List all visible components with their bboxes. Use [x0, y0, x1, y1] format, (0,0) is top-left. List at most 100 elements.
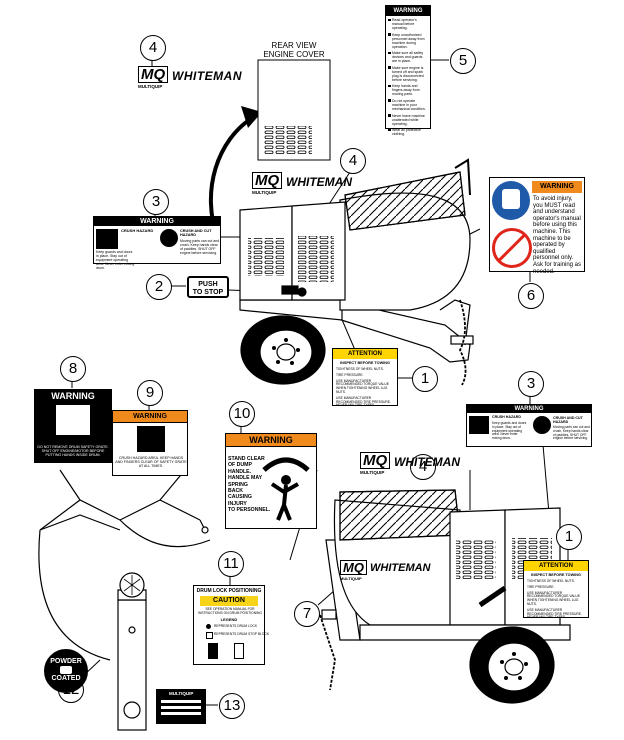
mq-logo: MQ [360, 452, 391, 469]
decal-1-header: ATTENTION [524, 561, 588, 571]
bullet-icon [388, 99, 391, 102]
decal-5-items: Read operator's manual before operating.… [388, 18, 428, 139]
decal-10-line: INJURY [228, 500, 247, 507]
decal-11-sub: SEE OPERATION MANUAL FOR INSTRUCTIONS ON… [198, 607, 262, 615]
decal-1-items: TIGHTNESS OF WHEEL NUTS.TIRE PRESSURE.US… [527, 579, 586, 622]
mq-logo: MQ [138, 66, 169, 83]
decal-8-header: WARNING [51, 391, 95, 401]
callout-8: 8 [60, 356, 86, 382]
drum-lock-diagram-right [234, 643, 244, 659]
decal-10-line: BACK [228, 488, 243, 495]
decal-10-line: SPRING [228, 481, 248, 488]
decal-5-item: Do not operate machine in poor mechanica… [388, 99, 428, 111]
decal-10-line: HANDLE MAY [228, 475, 263, 482]
mq-whiteman-logo-mid: MQ MULTIQUIP WHITEMAN [252, 172, 362, 196]
decal-3-warning-bottom: WARNING CRUSH HAZARD Keep guards and doo… [466, 404, 592, 447]
decal-3-right-text: Moving parts can cut and crush. Keep han… [180, 239, 220, 255]
decal-5-item: Wear all protective clothing. [388, 128, 428, 136]
decal-9-header: WARNING [113, 411, 187, 423]
decal-5-header: WARNING [386, 6, 430, 16]
callout-3-bottom: 3 [518, 371, 544, 397]
decal-5-item: Never leave machine unattended while ope… [388, 114, 428, 126]
decal-11-title: DRUM LOCK POSITIONING [196, 588, 262, 594]
decal-1-item: TIGHTNESS OF WHEEL NUTS. [336, 367, 384, 371]
decal-10-header: WARNING [226, 434, 316, 447]
read-manual-icon [492, 181, 530, 220]
decal-13-serial-plate: MULTIQUIP [156, 689, 206, 724]
multiquip-text: MULTIQUIP [360, 470, 385, 475]
decal-8-text: DO NOT REMOVE DRUM SAFETY GRATE. SHUT OF… [37, 445, 109, 458]
cut-hazard-icon [533, 416, 551, 434]
dump-handle-person-icon [256, 450, 314, 522]
decal-11-legend-item-1: REPRESENTS DRUM LOCK [214, 623, 258, 628]
decal-1-item: USE MANUFACTURER RECOMMENDED TIRE PRESSU… [527, 607, 582, 620]
decal-5-item: Read operator's manual before operating. [388, 18, 428, 30]
whiteman-text: WHITEMAN [172, 69, 242, 83]
callout-6: 6 [518, 283, 544, 309]
bullet-icon [388, 114, 391, 117]
decal-8-warning: WARNING DO NOT REMOVE DRUM SAFETY GRATE.… [34, 389, 112, 463]
decal-10-line: STAND CLEAR [228, 456, 265, 462]
decal-5-item: Keep unauthorized personnel away from ma… [388, 33, 428, 49]
callout-10: 10 [229, 401, 255, 427]
multiquip-text: MULTIQUIP [252, 190, 277, 195]
callout-5: 5 [450, 48, 476, 74]
callout-1-bottom: 1 [556, 524, 582, 550]
decal-1-attention-bottom: ATTENTION INSPECT BEFORE TOWING TIGHTNES… [523, 560, 589, 619]
callout-4-top: 4 [140, 35, 166, 61]
whiteman-text: WHITEMAN [286, 175, 352, 189]
engine-cover-title-line1: REAR VIEW [271, 41, 317, 50]
decal-3-right-title: CRUSH AND CUT HAZARD [180, 229, 212, 237]
bullet-icon [388, 128, 391, 132]
drum-lock-diagram-left [208, 643, 218, 659]
decal-1-items: TIGHTNESS OF WHEEL NUTS.TIRE PRESSURE.US… [336, 367, 395, 410]
decal-10-line: TO PERSONNEL. [228, 507, 271, 514]
mq-whiteman-logo-mixer2: MQ MULTIQUIP WHITEMAN [340, 560, 450, 584]
callout-11: 11 [218, 551, 244, 577]
decal-1-title: INSPECT BEFORE TOWING [340, 361, 390, 365]
decal-1-item: TIGHTNESS OF WHEEL NUTS. [527, 579, 575, 583]
callout-13: 13 [219, 693, 245, 719]
decal-1-title: INSPECT BEFORE TOWING [531, 573, 581, 577]
decal-1-item: USE MANUFACTURER RECOMMENDED TIRE PRESSU… [336, 395, 391, 408]
powder-coated-line1: POWDER [50, 658, 82, 665]
mq-logo: MQ [340, 560, 367, 575]
push-to-stop-line2: TO STOP [192, 289, 224, 296]
bullet-icon [388, 33, 391, 36]
cut-hazard-icon [160, 229, 178, 247]
decal-11-drum-lock-positioning: DRUM LOCK POSITIONING CAUTION SEE OPERAT… [193, 585, 269, 665]
drum-stand [38, 469, 211, 731]
crush-hazard-icon [96, 229, 118, 249]
decal-6-header: WARNING [532, 181, 582, 193]
grate-hand-icon [56, 405, 90, 435]
bullet-icon [388, 84, 391, 88]
bullet-icon [388, 18, 391, 21]
decal-3-header: WARNING [467, 405, 591, 413]
whiteman-text: WHITEMAN [370, 562, 431, 574]
decal-10-line: HANDLE. [228, 468, 252, 475]
engine-cover-title-line2: ENGINE COVER [263, 50, 325, 59]
decal-3-right-text: Moving parts can cut and crush. Keep han… [553, 425, 590, 441]
multiquip-text: MULTIQUIP [138, 84, 163, 89]
crush-hazard-icon [469, 416, 489, 434]
multiquip-text: MULTIQUIP [340, 576, 362, 581]
decal-5-warning: WARNING Read operator's manual before op… [385, 5, 431, 136]
decal-6-text: To avoid injury, you MUST read and under… [533, 196, 582, 275]
bullet-icon [388, 51, 391, 55]
mortar-mixer-bottom [319, 489, 571, 704]
decal-10-line: CAUSING [228, 494, 252, 501]
decal-11-legend-item-2: REPRESENTS DRUM STOP BLOCK [214, 632, 270, 636]
decal-11-legend: LEGEND [220, 617, 238, 622]
decal-1-item: USE MANUFACTURER RECOMMENDED TORQUE VALU… [336, 378, 389, 394]
mortar-mixer-top [239, 158, 474, 386]
decal-1-header: ATTENTION [333, 349, 397, 359]
bullet-icon [388, 66, 391, 69]
decal-5-item: Make sure all safety devices and guards … [388, 51, 428, 63]
mq-whiteman-logo-bottom: MQ MULTIQUIP WHITEMAN [360, 452, 470, 476]
decal-3-warning-top: WARNING CRUSH HAZARD Keep guards and doo… [93, 216, 221, 270]
decal-2-push-to-stop: PUSH TO STOP [187, 276, 229, 298]
decal-12-powder-coated: POWDER COATED [44, 649, 88, 693]
